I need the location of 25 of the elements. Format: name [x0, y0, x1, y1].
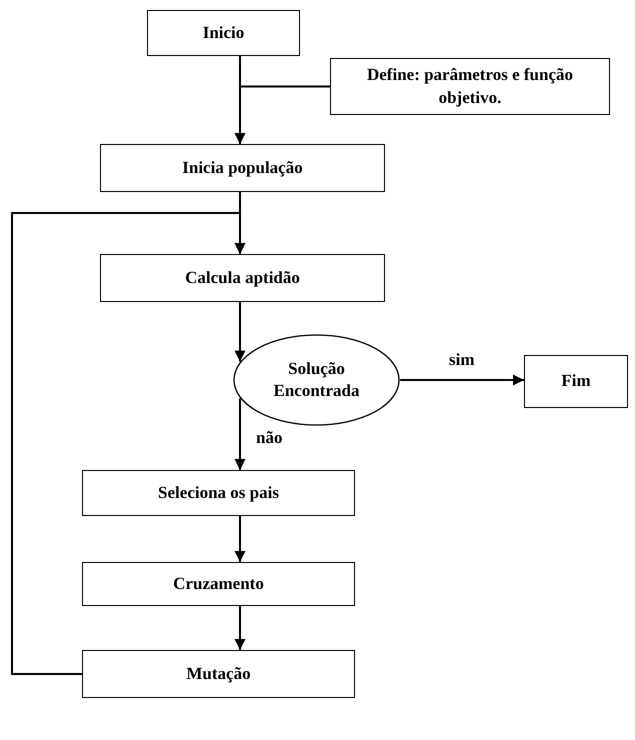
node-label: Inicia população — [181, 156, 304, 179]
node-label: Inicio — [202, 22, 246, 44]
node-label: Define: parâmetros e função objetivo. — [366, 64, 574, 109]
arrow — [234, 516, 246, 562]
process-box — [100, 254, 385, 302]
arrow — [234, 302, 246, 362]
decision-ellipse — [233, 334, 400, 426]
arrow — [234, 86, 330, 144]
process-box — [82, 470, 355, 516]
node-label: Cruzamento — [172, 572, 265, 595]
arrow — [234, 398, 246, 470]
process-box — [100, 144, 385, 192]
process-box — [82, 562, 355, 606]
process-box — [147, 10, 300, 56]
node-label: Seleciona os pais — [157, 482, 280, 504]
process-box — [330, 58, 610, 115]
process-box — [82, 650, 355, 698]
node-label: Solução Encontrada — [272, 358, 360, 402]
node-label: Fim — [560, 370, 592, 392]
arrow — [11, 212, 246, 675]
arrow — [234, 606, 246, 650]
process-box — [524, 355, 628, 408]
arrow — [400, 374, 524, 386]
node-label: Mutação — [185, 662, 252, 685]
node-label: Calcula aptidão — [184, 266, 301, 289]
